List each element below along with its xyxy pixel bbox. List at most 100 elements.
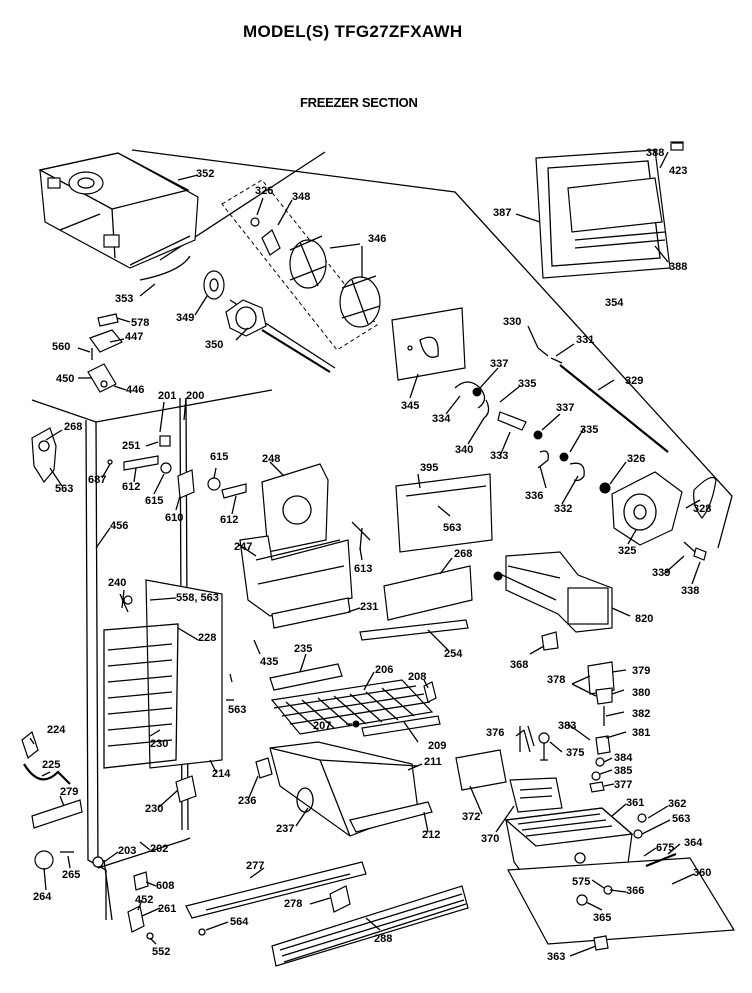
part-label-382: 382 — [632, 708, 651, 720]
part-label-214: 214 — [212, 768, 231, 780]
part-label-578: 578 — [131, 317, 150, 329]
part-label-615-upper: 615 — [210, 451, 229, 463]
ice-maker-820 — [493, 551, 613, 633]
part-label-209: 209 — [428, 740, 447, 752]
part-label-338: 338 — [681, 585, 700, 597]
part-label-610: 610 — [165, 512, 184, 524]
part-label-230-lower: 230 — [145, 803, 164, 815]
part-label-265: 265 — [62, 869, 81, 881]
cover-plate-345 — [391, 307, 466, 381]
part-label-240: 240 — [108, 577, 127, 589]
part-label-208: 208 — [408, 671, 427, 683]
part-label-360: 360 — [693, 867, 712, 879]
part-label-254: 254 — [444, 648, 463, 660]
part-label-348: 348 — [292, 191, 311, 203]
part-label-325: 325 — [618, 545, 637, 557]
part-label-615-lower: 615 — [145, 495, 164, 507]
part-label-435: 435 — [260, 656, 279, 668]
section-title: FREEZER SECTION — [300, 95, 418, 110]
part-label-339: 339 — [652, 567, 671, 579]
part-label-346: 346 — [368, 233, 387, 245]
part-label-372: 372 — [462, 811, 481, 823]
part-label-247: 247 — [234, 541, 253, 553]
part-label-335-upper: 335 — [518, 378, 537, 390]
part-label-384: 384 — [614, 752, 633, 764]
part-label-353: 353 — [115, 293, 134, 305]
part-label-237: 237 — [276, 823, 295, 835]
ice-bucket-352 — [38, 152, 199, 281]
part-label-375: 375 — [566, 747, 585, 759]
part-label-231: 231 — [360, 601, 379, 613]
leader-lines — [29, 142, 701, 957]
door-assembly-387 — [535, 141, 684, 279]
part-label-366: 366 — [626, 885, 645, 897]
part-label-326-lower: 326 — [627, 453, 646, 465]
part-label-446: 446 — [126, 384, 145, 396]
part-label-387: 387 — [493, 207, 512, 219]
part-label-376: 376 — [486, 727, 505, 739]
part-label-447: 447 — [125, 331, 144, 343]
bottom-parts — [34, 850, 469, 967]
part-label-380: 380 — [632, 687, 651, 699]
part-label-277: 277 — [246, 860, 265, 872]
part-label-202: 202 — [150, 843, 169, 855]
part-label-368: 368 — [510, 659, 529, 671]
part-label-203: 203 — [118, 845, 137, 857]
part-label-200: 200 — [186, 390, 205, 402]
part-label-363: 363 — [547, 951, 566, 963]
part-label-423: 423 — [669, 165, 688, 177]
part-label-381: 381 — [632, 727, 651, 739]
part-label-288: 288 — [374, 933, 393, 945]
part-label-349: 349 — [176, 312, 195, 324]
part-label-236: 236 — [238, 795, 257, 807]
part-label-378: 378 — [547, 674, 566, 686]
part-label-331: 331 — [576, 334, 595, 346]
evaporator-228 — [103, 579, 223, 769]
part-label-385: 385 — [614, 765, 633, 777]
part-label-379: 379 — [632, 665, 651, 677]
part-label-279: 279 — [60, 786, 79, 798]
model-title: MODEL(S) TFG27ZFXAWH — [243, 22, 463, 41]
bracket-328 — [683, 477, 717, 561]
part-label-388-upper: 388 — [646, 147, 665, 159]
part-label-820: 820 — [635, 613, 654, 625]
part-label-212: 212 — [422, 829, 441, 841]
part-label-345: 345 — [401, 400, 420, 412]
part-label-336: 336 — [525, 490, 544, 502]
part-label-563-right: 563 — [672, 813, 691, 825]
part-label-235: 235 — [294, 643, 313, 655]
duct-268 — [359, 565, 473, 641]
part-label-370: 370 — [481, 833, 500, 845]
shelves — [269, 663, 441, 737]
control-parts — [455, 631, 615, 813]
part-label-563-center: 563 — [443, 522, 462, 534]
part-label-334: 334 — [432, 413, 451, 425]
part-label-558-563: 558, 563 — [176, 592, 219, 604]
part-label-560: 560 — [52, 341, 71, 353]
part-label-268-right: 268 — [454, 548, 473, 560]
part-label-352: 352 — [196, 168, 215, 180]
part-label-251: 251 — [122, 440, 141, 452]
part-label-675: 675 — [656, 842, 675, 854]
fan-shroud-247 — [239, 463, 371, 629]
part-label-612-left: 612 — [122, 481, 141, 493]
part-label-268-left: 268 — [64, 421, 83, 433]
part-label-613: 613 — [354, 563, 373, 575]
part-label-332: 332 — [554, 503, 573, 515]
part-label-207: 207 — [313, 720, 332, 732]
part-label-456: 456 — [110, 520, 129, 532]
part-label-354: 354 — [605, 297, 624, 309]
part-label-248: 248 — [262, 453, 281, 465]
part-label-383: 383 — [558, 720, 577, 732]
part-label-328: 328 — [693, 503, 712, 515]
part-label-329: 329 — [625, 375, 644, 387]
part-label-450: 450 — [56, 373, 75, 385]
part-label-230-upper: 230 — [150, 738, 169, 750]
part-label-201: 201 — [158, 390, 177, 402]
part-label-612-right: 612 — [220, 514, 239, 526]
part-label-211: 211 — [424, 756, 442, 768]
part-label-377: 377 — [614, 779, 633, 791]
part-label-388-lower: 388 — [669, 261, 688, 273]
part-label-452: 452 — [135, 894, 154, 906]
part-label-340: 340 — [455, 444, 474, 456]
